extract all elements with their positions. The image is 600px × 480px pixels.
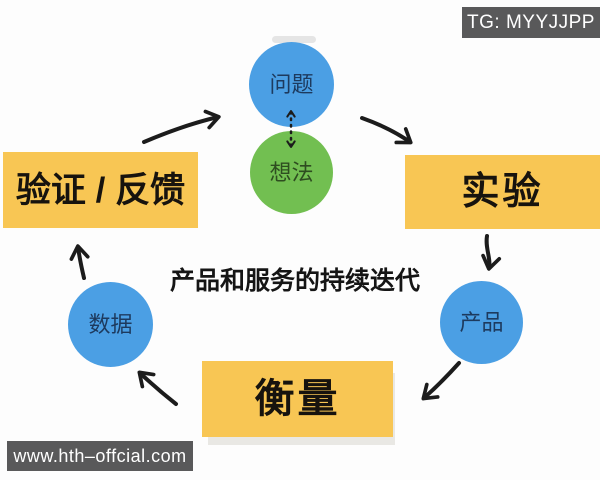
telegram-watermark: TG: MYYJJPP — [462, 7, 600, 38]
arrow-experiment-to-product — [481, 234, 502, 271]
arrow-data-to-validate — [69, 244, 90, 280]
arrow-validate-to-problem — [142, 109, 221, 144]
arrow-product-to-measure — [421, 361, 461, 401]
node-idea: 想法 — [250, 131, 333, 214]
node-product: 产品 — [440, 281, 523, 364]
node-data: 数据 — [68, 282, 153, 367]
website-watermark: www.hth–offcial.com — [7, 441, 193, 471]
node-problem: 问题 — [249, 42, 334, 127]
stage-measure: 衡量 — [202, 361, 393, 437]
artifact-smudge — [272, 36, 316, 43]
diagram-title: 产品和服务的持续迭代 — [169, 267, 420, 295]
stage-experiment: 实验 — [405, 155, 600, 229]
arrow-measure-to-data — [137, 370, 178, 406]
stage-validate-feedback: 验证 / 反馈 — [3, 152, 198, 228]
arrow-idea-to-experiment — [360, 116, 413, 145]
